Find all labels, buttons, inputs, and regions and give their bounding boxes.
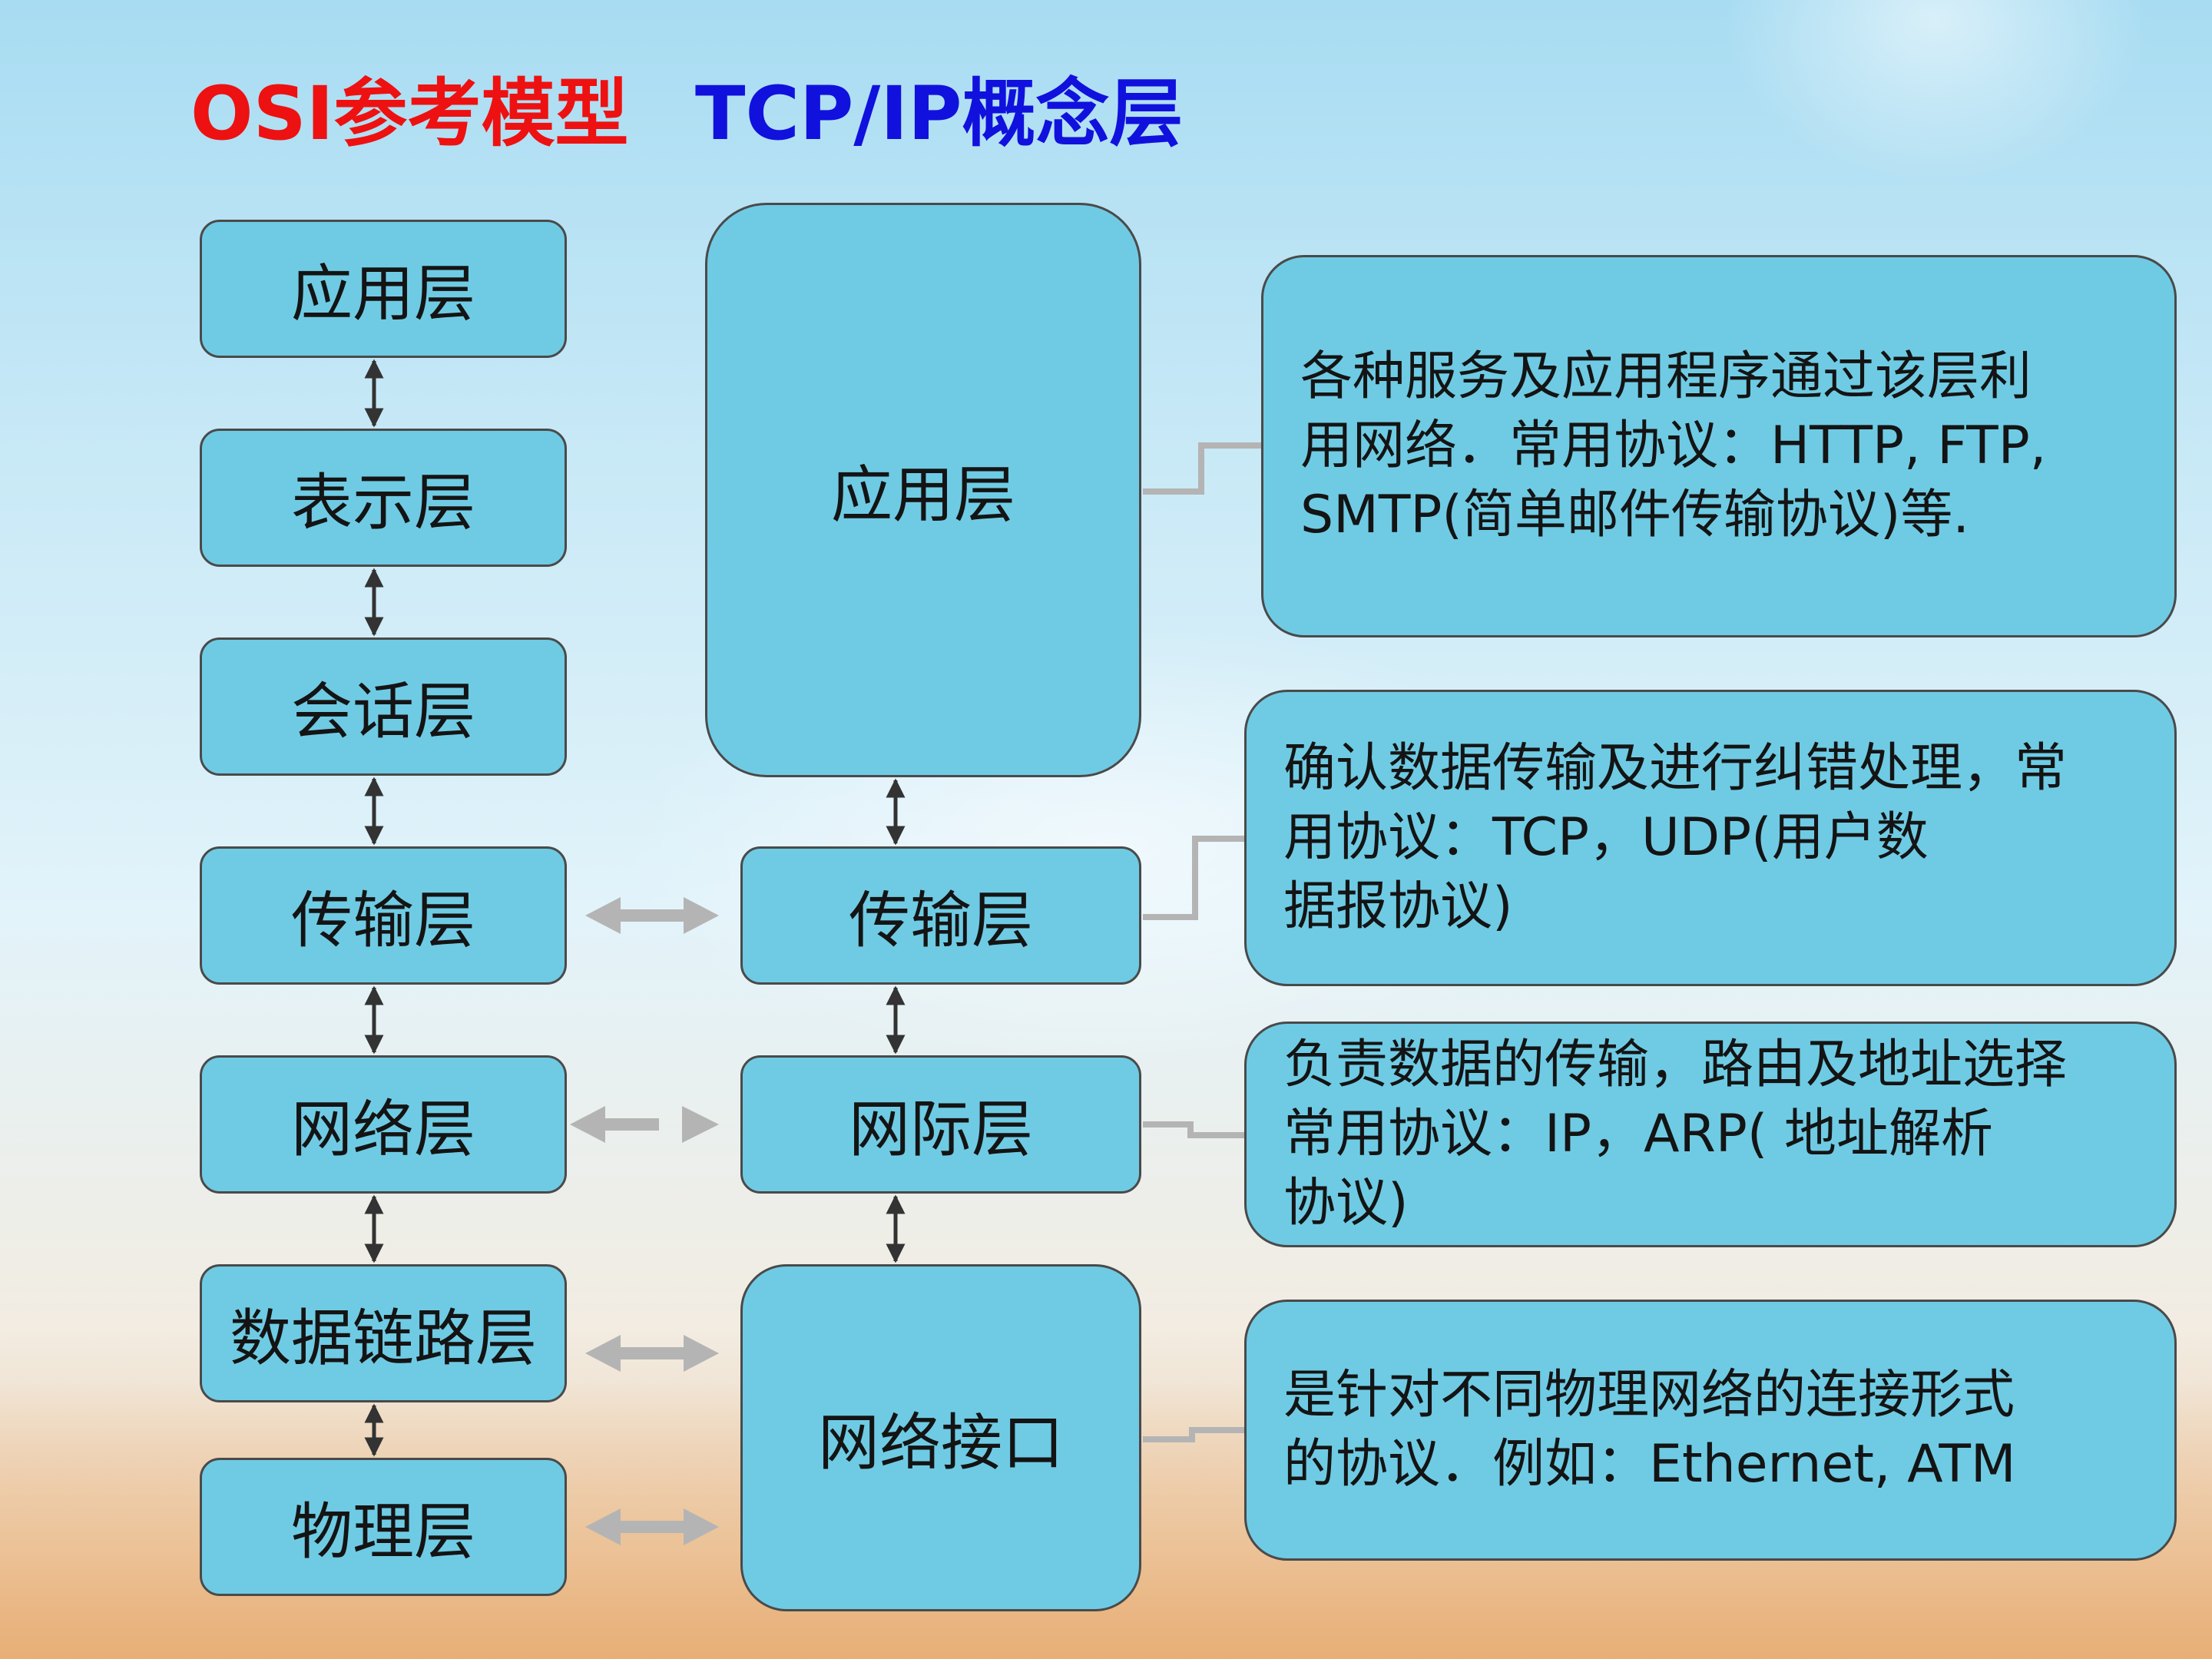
description-application-text: 各种服务及应用程序通过该层利 用网络．常用协议：HTTP, FTP, SMTP(… [1300,346,2047,545]
mapping-arrow-datalink [585,1335,719,1372]
tcpip-layer-application: 应用层 [705,203,1141,777]
connector-network-interface [1143,1427,1244,1442]
osi-layer-network: 网络层 [200,1055,567,1194]
osi-title: OSI参考模型 [190,71,629,157]
description-network-interface-text: 是针对不同物理网络的连接形式 的协议．例如：Ethernet, ATM [1283,1365,2016,1495]
tcpip-title: TCP/IP概念层 [695,71,1184,157]
tcpip-layer-network-interface: 网络接口 [740,1264,1141,1611]
osi-layer-session: 会话层 [200,637,567,776]
tcpip-layer-internet: 网际层 [740,1055,1141,1194]
mapping-arrow-physical [585,1508,719,1545]
osi-layer-presentation: 表示层 [200,429,567,567]
description-transport-text: 确认数据传输及进行纠错处理，常 用协议：TCP，UDP(用户数 据报协议) [1283,738,2068,937]
osi-layer-datalink: 数据链路层 [200,1264,567,1402]
tcpip-layer-transport: 传输层 [740,846,1141,985]
description-internet-text: 负责数据的传输，路由及地址选择 常用协议：IP，ARP( 地址解析 协议) [1283,1035,2068,1233]
osi-layer-physical: 物理层 [200,1458,567,1596]
connector-internet [1143,1121,1244,1138]
osi-layer-application: 应用层 [200,220,567,358]
description-application: 各种服务及应用程序通过该层利 用网络．常用协议：HTTP, FTP, SMTP(… [1261,255,2177,637]
description-internet: 负责数据的传输，路由及地址选择 常用协议：IP，ARP( 地址解析 协议) [1244,1022,2177,1247]
mapping-arrow-network [570,1106,719,1143]
osi-layer-transport: 传输层 [200,846,567,985]
connector-transport [1143,836,1244,920]
connector-application [1143,442,1261,495]
description-transport: 确认数据传输及进行纠错处理，常 用协议：TCP，UDP(用户数 据报协议) [1244,690,2177,986]
mapping-arrow-transport [585,897,719,934]
description-network-interface: 是针对不同物理网络的连接形式 的协议．例如：Ethernet, ATM [1244,1300,2177,1561]
